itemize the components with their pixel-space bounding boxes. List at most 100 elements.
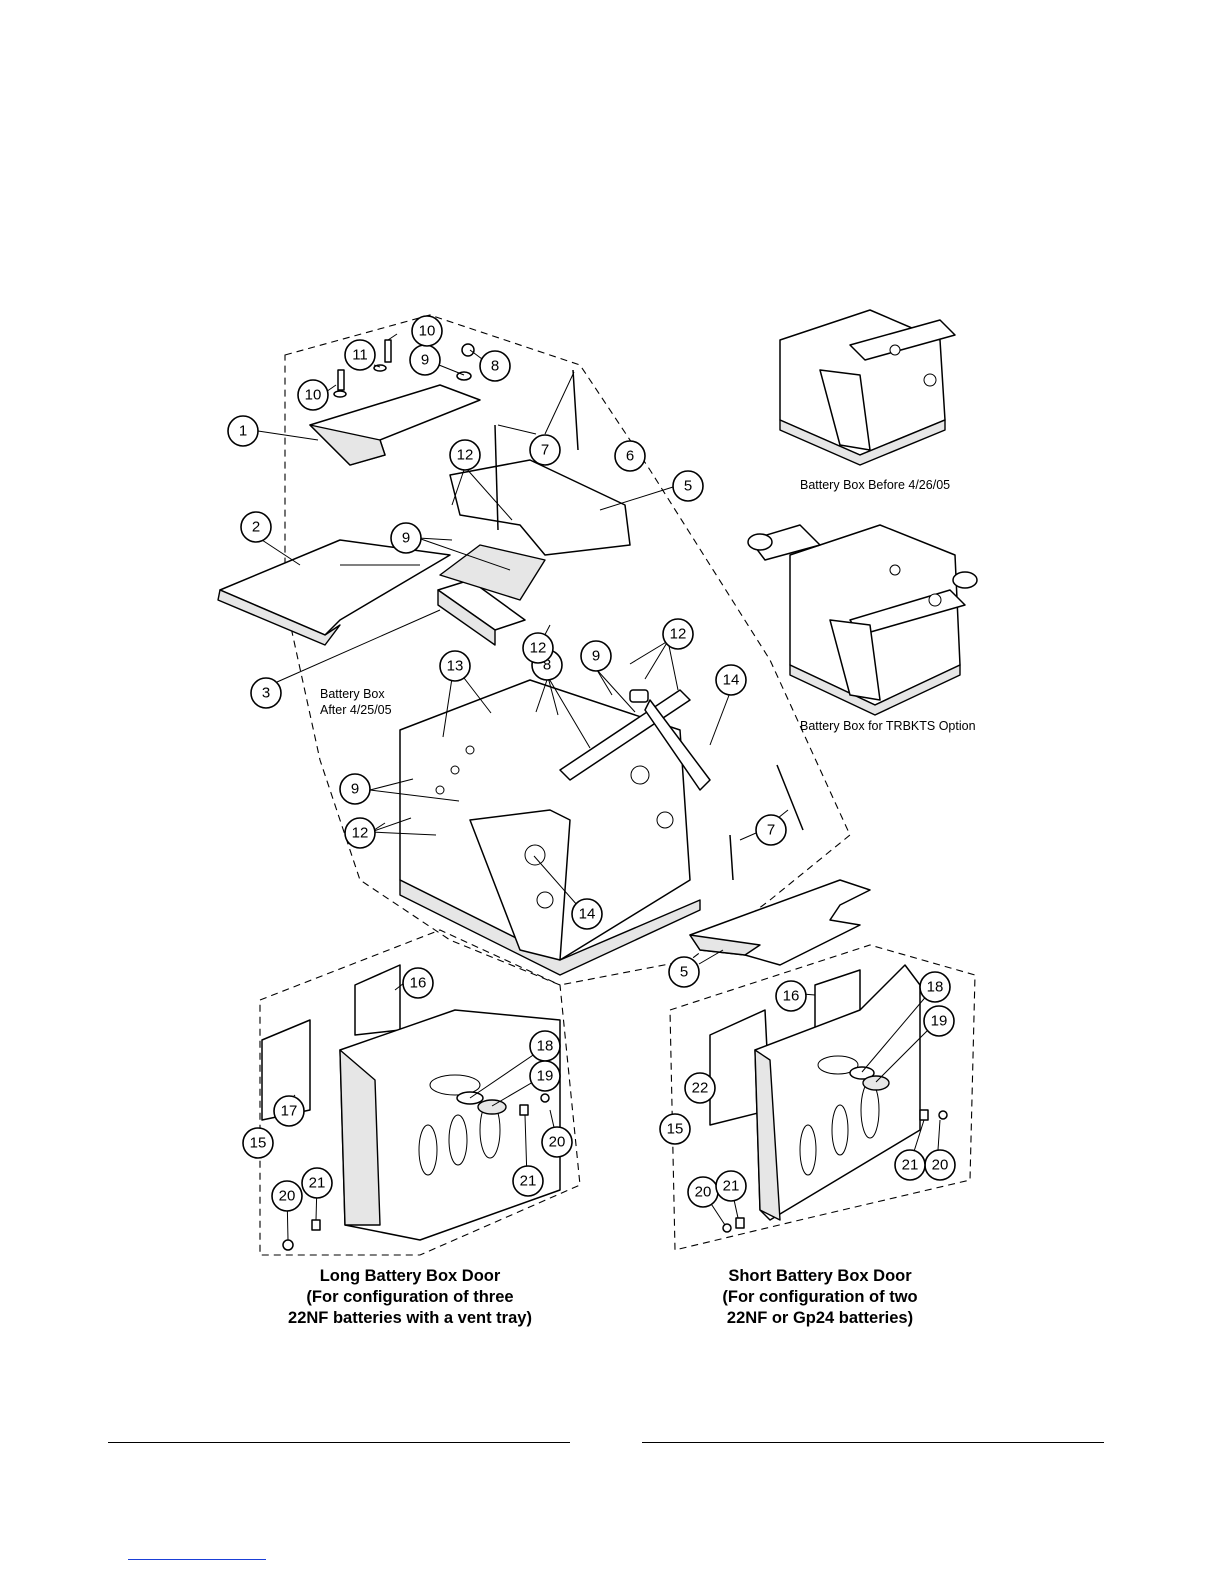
battery-box-before — [779, 309, 956, 466]
long-door-caption-line1: Long Battery Box Door — [319, 1267, 501, 1285]
svg-text:10: 10 — [419, 323, 436, 340]
label-battery-box-trbkts: Battery Box for TRBKTS Option — [800, 719, 976, 733]
callout-20-short-right: 20 — [924, 1149, 956, 1181]
svg-text:10: 10 — [305, 387, 322, 404]
callout-7-lower: 7 — [755, 814, 787, 846]
callout-5-upper: 5 — [672, 470, 704, 502]
svg-text:18: 18 — [927, 979, 944, 996]
callout-1: 1 — [227, 415, 259, 447]
svg-text:16: 16 — [410, 975, 427, 992]
battery-box-trbkts — [747, 524, 978, 716]
svg-text:6: 6 — [626, 448, 634, 465]
short-door-caption-line1: Short Battery Box Door — [728, 1267, 912, 1285]
callout-9-upper-mid: 9 — [390, 522, 422, 554]
bottom-rule-right — [642, 1442, 1104, 1443]
part-7-rods-lower — [729, 764, 804, 881]
callout-8-top: 8 — [479, 350, 511, 382]
callout-12-left: 12 — [344, 817, 376, 849]
callout-13: 13 — [439, 650, 471, 682]
part-7-rods-upper — [494, 369, 579, 531]
svg-text:21: 21 — [520, 1173, 537, 1190]
svg-text:12: 12 — [352, 825, 369, 842]
callout-7-upper: 7 — [529, 434, 561, 466]
long-door-caption-line3: 22NF batteries with a vent tray) — [288, 1309, 532, 1327]
svg-text:12: 12 — [457, 447, 474, 464]
label-battery-box-after-line2: After 4/25/05 — [320, 703, 392, 717]
part-5-lower-bracket — [689, 879, 871, 966]
callout-15-long: 15 — [242, 1127, 274, 1159]
short-door-caption-line3: 22NF or Gp24 batteries) — [726, 1309, 914, 1327]
label-battery-box-before: Battery Box Before 4/26/05 — [800, 478, 950, 492]
bottom-rule-left — [108, 1442, 570, 1443]
callout-12-upper: 12 — [449, 439, 481, 471]
svg-text:20: 20 — [695, 1184, 712, 1201]
callout-12-right: 12 — [662, 618, 694, 650]
callout-9-right: 9 — [580, 640, 612, 672]
svg-text:1: 1 — [239, 423, 247, 440]
callout-15-short: 15 — [659, 1113, 691, 1145]
svg-text:8: 8 — [491, 358, 499, 375]
short-battery-box-door — [709, 964, 948, 1233]
callout-21-short-right: 21 — [894, 1149, 926, 1181]
svg-text:9: 9 — [351, 781, 359, 798]
long-door-caption-line2: (For configuration of three — [306, 1288, 514, 1306]
svg-text:17: 17 — [281, 1103, 298, 1120]
callout-19-long: 19 — [529, 1060, 561, 1092]
svg-text:3: 3 — [262, 685, 270, 702]
footer-link-underline[interactable] — [128, 1559, 266, 1560]
svg-text:15: 15 — [250, 1135, 267, 1152]
svg-text:9: 9 — [402, 530, 410, 547]
callout-9-left: 9 — [339, 773, 371, 805]
callout-14-lower: 14 — [571, 898, 603, 930]
callout-22: 22 — [684, 1072, 716, 1104]
svg-text:21: 21 — [723, 1178, 740, 1195]
svg-text:9: 9 — [592, 648, 600, 665]
callout-21-long-left: 21 — [301, 1167, 333, 1199]
part-1-plate — [309, 384, 481, 466]
svg-text:14: 14 — [723, 672, 740, 689]
main-assembly-dashed-outline — [284, 314, 851, 986]
short-door-caption-line2: (For configuration of two — [722, 1288, 918, 1306]
svg-text:20: 20 — [932, 1157, 949, 1174]
svg-text:2: 2 — [252, 519, 260, 536]
svg-text:14: 14 — [579, 906, 596, 923]
label-battery-box-after-line1: Battery Box — [320, 687, 385, 701]
svg-text:8: 8 — [543, 657, 551, 674]
battery-box-after — [399, 679, 711, 976]
long-battery-box-door — [261, 964, 561, 1251]
svg-text:20: 20 — [279, 1188, 296, 1205]
svg-text:16: 16 — [783, 988, 800, 1005]
callout-16-short: 16 — [775, 980, 807, 1012]
callout-21-long-right: 21 — [512, 1165, 544, 1197]
svg-text:5: 5 — [684, 478, 692, 495]
callout-6: 6 — [614, 440, 646, 472]
callout-20-short-left: 20 — [687, 1176, 719, 1208]
long-door-dashed-outline — [259, 929, 581, 1256]
svg-text:7: 7 — [767, 822, 775, 839]
callout-10-top: 10 — [411, 315, 443, 347]
callout-19-short: 19 — [923, 1005, 955, 1037]
callout-12-mid: 12 — [522, 632, 554, 664]
callout-5-lower: 5 — [668, 956, 700, 988]
callout-20-long-right: 20 — [541, 1126, 573, 1158]
svg-text:13: 13 — [447, 658, 464, 675]
svg-text:11: 11 — [352, 347, 368, 364]
svg-text:21: 21 — [902, 1157, 919, 1174]
part-2-tray — [217, 539, 451, 646]
svg-text:15: 15 — [667, 1121, 684, 1138]
callout-11: 11 — [344, 339, 376, 371]
short-door-dashed-outline — [669, 944, 976, 1251]
callout-16-long: 16 — [402, 967, 434, 999]
svg-text:22: 22 — [692, 1080, 709, 1097]
svg-text:12: 12 — [530, 640, 547, 657]
svg-text:19: 19 — [537, 1068, 554, 1085]
callout-21-short-left: 21 — [715, 1170, 747, 1202]
callout-9-top: 9 — [409, 344, 441, 376]
long-door-caption: Long Battery Box Door (For configuration… — [255, 1266, 565, 1329]
svg-text:7: 7 — [541, 442, 549, 459]
svg-text:20: 20 — [549, 1134, 566, 1151]
svg-text:12: 12 — [670, 626, 687, 643]
callout-10-left: 10 — [297, 379, 329, 411]
callout-20-long-left: 20 — [271, 1180, 303, 1212]
